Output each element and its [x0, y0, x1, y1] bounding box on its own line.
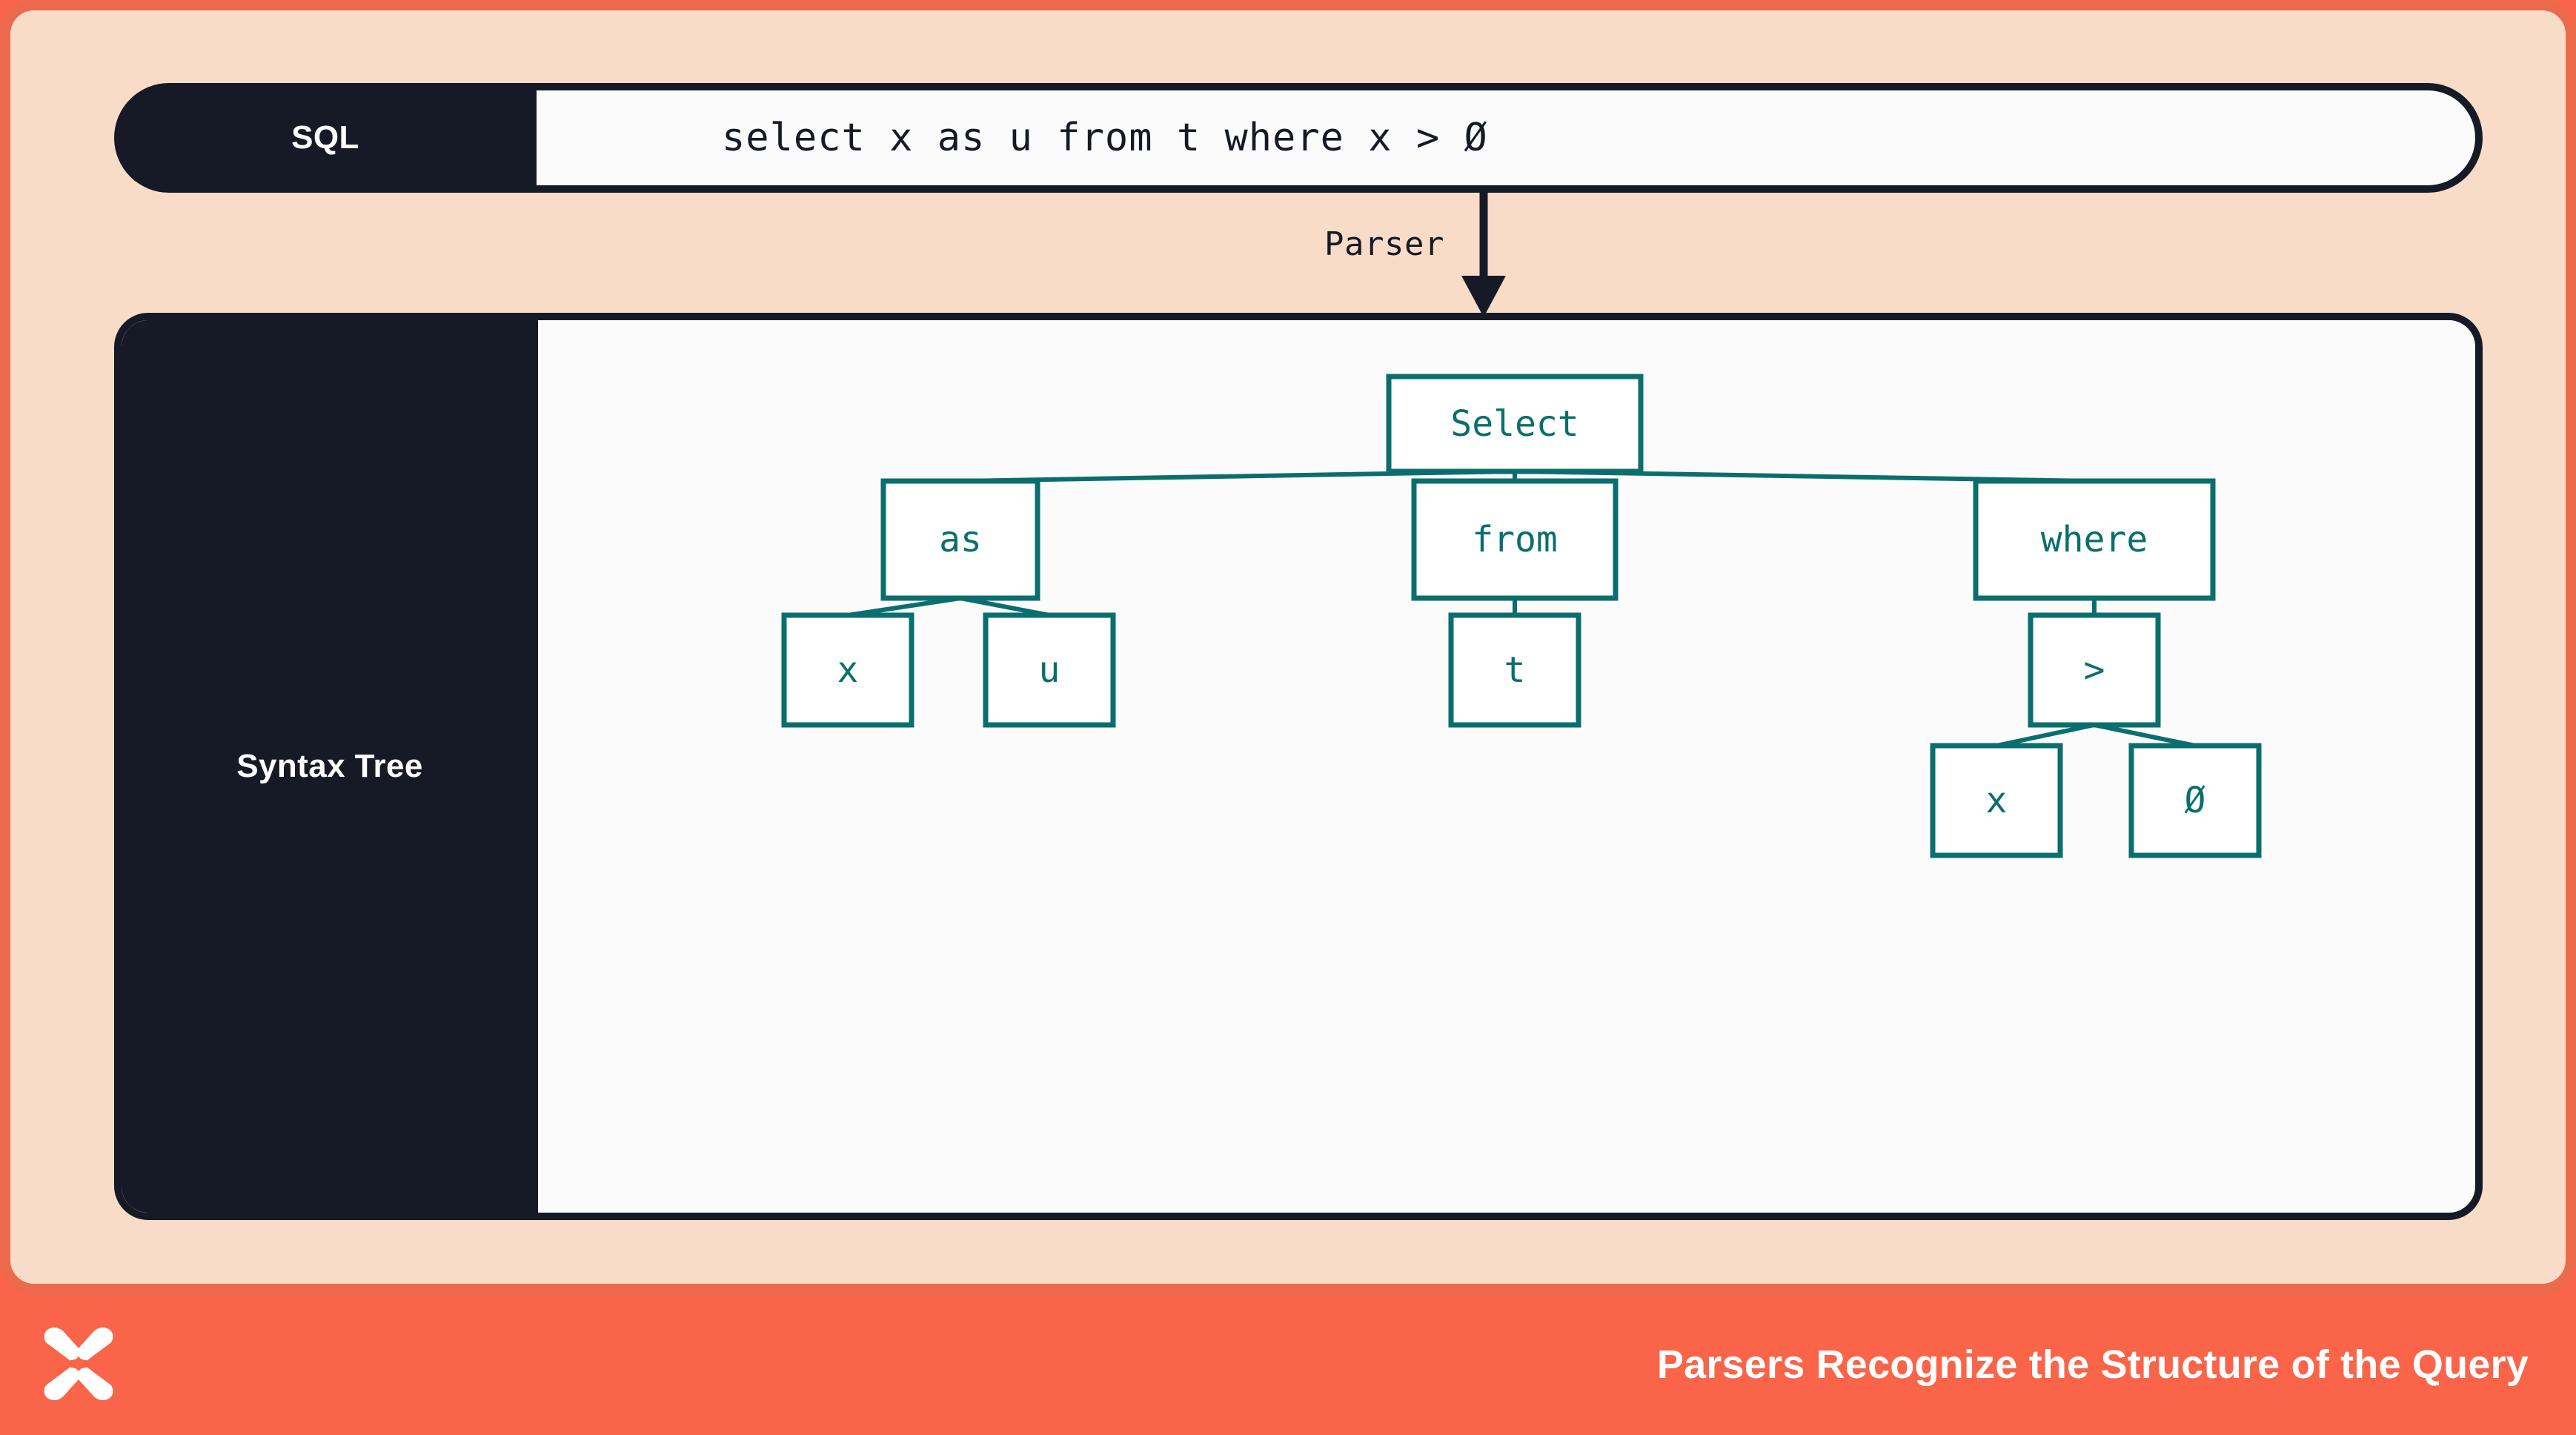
- tree-node-select[interactable]: Select: [1386, 374, 1644, 474]
- tree-node-as[interactable]: as: [880, 478, 1040, 601]
- tree-node-label: u: [1039, 649, 1060, 691]
- tree-node-label: from: [1472, 519, 1558, 560]
- footer-bar: Parsers Recognize the Structure of the Q…: [0, 1294, 2576, 1435]
- tree-node-box: [1386, 374, 1644, 474]
- tree-node-gt[interactable]: >: [2028, 612, 2161, 728]
- tree-node-gt_0[interactable]: Ø: [2128, 743, 2262, 858]
- tree-edge: [847, 596, 961, 617]
- tree-edge: [2094, 723, 2196, 748]
- sql-row: SQL select x as u from t where x > Ø: [114, 83, 2483, 193]
- tree-node-box: [2028, 612, 2161, 728]
- tree-node-label: Ø: [2185, 780, 2206, 821]
- syntax-tree-sidebar: Syntax Tree: [122, 320, 538, 1213]
- body-panel: SQL select x as u from t where x > Ø Par…: [0, 0, 2576, 1294]
- tree-node-gt_x[interactable]: x: [1930, 743, 2063, 858]
- tree-node-label: as: [939, 519, 982, 560]
- tree-node-box: [2128, 743, 2262, 858]
- tree-node-box: [983, 612, 1116, 728]
- tree-node-label: t: [1504, 649, 1526, 691]
- tree-node-box: [781, 612, 914, 728]
- sql-query-text: select x as u from t where x > Ø: [722, 116, 1488, 160]
- tree-node-box: [1448, 612, 1581, 728]
- tree-node-label: Select: [1450, 403, 1579, 445]
- tree-node-from[interactable]: from: [1411, 478, 1619, 601]
- sql-input-field[interactable]: select x as u from t where x > Ø: [537, 90, 2475, 185]
- tree-node-label: where: [2041, 519, 2148, 560]
- tree-node-box: [880, 478, 1040, 601]
- syntax-tree-label: Syntax Tree: [236, 748, 423, 784]
- tree-node-label: >: [2084, 649, 2105, 691]
- parser-arrow-icon: [1461, 193, 1506, 317]
- tree-node-from_t[interactable]: t: [1448, 612, 1581, 728]
- tree-node-where[interactable]: where: [1973, 478, 2216, 601]
- tree-node-as_u[interactable]: u: [983, 612, 1116, 728]
- tree-node-label: x: [1986, 780, 2008, 821]
- butterfly-x-logo-icon: [44, 1327, 113, 1401]
- tree-node-box: [1973, 478, 2216, 601]
- footer-caption: Parsers Recognize the Structure of the Q…: [1656, 1342, 2529, 1387]
- sql-row-label: SQL: [291, 119, 359, 156]
- tree-node-box: [1411, 478, 1619, 601]
- tree-node-box: [1930, 743, 2063, 858]
- tree-node-as_x[interactable]: x: [781, 612, 914, 728]
- tree-edge: [1996, 723, 2095, 748]
- tree-node-label: x: [837, 649, 859, 691]
- parser-arrow-label: Parser: [1324, 225, 1444, 263]
- tree-edge: [960, 596, 1050, 617]
